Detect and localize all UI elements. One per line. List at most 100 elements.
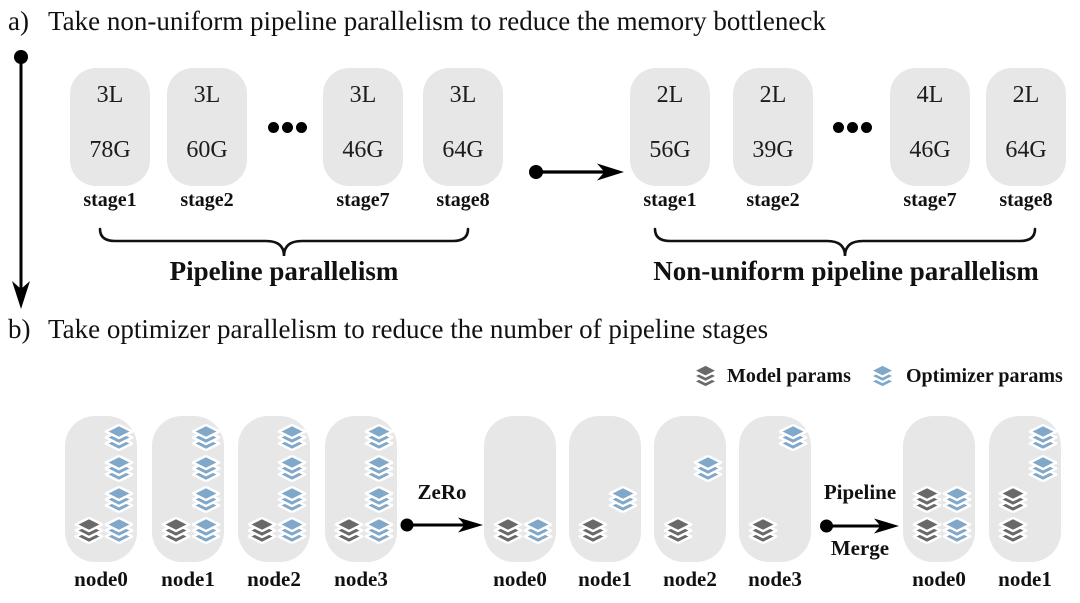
node-label: node3 <box>748 567 802 591</box>
optimizer-params-icon <box>277 424 307 451</box>
stage-label: stage2 <box>180 189 234 211</box>
stage-label: stage8 <box>436 189 490 211</box>
section-b-title-text: Take optimizer parallelism to reduce the… <box>48 314 769 344</box>
model-params-icon <box>998 486 1028 513</box>
stage-layers: 3L <box>449 82 477 108</box>
optimizer-params-icon <box>942 517 972 544</box>
model-params-icon <box>74 517 104 544</box>
non-uniform-pipeline-caption: Non-uniform pipeline parallelism <box>653 256 1039 286</box>
model-params-icon <box>998 517 1028 544</box>
optimizer-params-icon <box>104 517 134 544</box>
optimizer-params-icon <box>191 455 221 482</box>
stage-box: 3L 60G <box>167 68 247 186</box>
pipeline-merge-label-top: Pipeline <box>823 480 897 504</box>
optimizer-params-icon <box>693 455 723 482</box>
stage-memory: 78G <box>89 137 131 163</box>
stage-layers: 2L <box>656 82 684 108</box>
section-a-title: a) Take non-uniform pipeline parallelism… <box>8 6 826 37</box>
optimizer-params-icon <box>1028 455 1058 482</box>
node-label: node0 <box>74 567 128 591</box>
stage-memory: 60G <box>186 137 228 163</box>
stage-label: stage2 <box>746 189 800 211</box>
arrow-head <box>597 163 624 181</box>
optimizer-params-icon <box>104 455 134 482</box>
stage-box: 2L 64G <box>986 68 1066 186</box>
stage-label: stage1 <box>643 189 697 211</box>
model-params-icon <box>578 517 608 544</box>
node-label: node1 <box>161 567 215 591</box>
ellipsis-icon <box>268 122 307 133</box>
section-b-prefix: b) <box>8 314 31 344</box>
model-params-icon <box>161 517 191 544</box>
node-label: node1 <box>578 567 632 591</box>
node-label: node0 <box>912 567 966 591</box>
optimizer-params-icon <box>608 486 638 513</box>
arrow-head <box>874 518 899 534</box>
zero-arrow-label: ZeRo <box>417 480 467 504</box>
stage-layers: 3L <box>193 82 221 108</box>
stage-memory: 64G <box>1005 137 1047 163</box>
section-a-prefix: a) <box>8 6 29 36</box>
stage-box: 3L 64G <box>423 68 503 186</box>
section-b-title: b) Take optimizer parallelism to reduce … <box>8 314 768 345</box>
pipeline-merge-label-bottom: Merge <box>830 536 890 560</box>
optimizer-params-icon <box>364 517 394 544</box>
optimizer-params-icon <box>364 424 394 451</box>
optimizer-params-icon <box>778 424 808 451</box>
optimizer-params-icon <box>277 455 307 482</box>
optimizer-params-icon <box>191 486 221 513</box>
optimizer-params-icon <box>364 486 394 513</box>
pipeline-merge-arrow <box>820 518 899 534</box>
vertical-flow-arrow <box>12 50 30 309</box>
stage-label: stage8 <box>999 189 1053 211</box>
section-a-title-text: Take non-uniform pipeline parallelism to… <box>48 6 826 36</box>
stage-layers: 2L <box>1012 82 1040 108</box>
zero-arrow <box>400 517 483 533</box>
node-label: node0 <box>493 567 547 591</box>
model-params-icon <box>912 517 942 544</box>
model-params-icon <box>247 517 277 544</box>
model-params-icon <box>748 517 778 544</box>
model-params-icon <box>334 517 364 544</box>
stage-memory: 56G <box>649 137 691 163</box>
legend-optimizer-label: Optimizer params <box>906 365 1063 387</box>
stage-layers: 3L <box>349 82 377 108</box>
stage-memory: 39G <box>752 137 794 163</box>
node-label: node1 <box>998 567 1052 591</box>
stage-label: stage1 <box>83 189 137 211</box>
node-label: node2 <box>247 567 301 591</box>
optimizer-params-icon <box>104 424 134 451</box>
stage-box: 3L 78G <box>70 68 150 186</box>
transform-arrow <box>529 163 624 181</box>
arrow-head <box>458 517 483 533</box>
brace-left-group <box>98 227 470 257</box>
optimizer-params-icon <box>277 486 307 513</box>
optimizer-params-icon <box>364 455 394 482</box>
optimizer-params-icon <box>104 486 134 513</box>
optimizer-params-icon <box>277 517 307 544</box>
optimizer-params-icon <box>942 486 972 513</box>
model-params-icon <box>663 517 693 544</box>
curly-brace <box>653 227 1037 257</box>
stage-layers: 2L <box>759 82 787 108</box>
pipeline-parallelism-caption: Pipeline parallelism <box>169 256 399 286</box>
stage-memory: 46G <box>342 137 384 163</box>
optimizer-params-icon <box>191 424 221 451</box>
stage-label: stage7 <box>903 189 957 211</box>
optimizer-params-icon <box>869 364 896 388</box>
brace-right-group <box>653 227 1037 257</box>
stage-box: 2L 56G <box>630 68 710 186</box>
stage-box: 4L 46G <box>890 68 970 186</box>
stage-box: 3L 46G <box>323 68 403 186</box>
stage-memory: 46G <box>909 137 951 163</box>
stage-layers: 4L <box>916 82 944 108</box>
optimizer-params-icon <box>523 517 553 544</box>
stage-box: 2L 39G <box>733 68 813 186</box>
model-params-icon <box>493 517 523 544</box>
ellipsis-icon <box>833 122 872 133</box>
arrow-head <box>12 281 30 309</box>
model-params-icon <box>912 486 942 513</box>
optimizer-params-icon <box>191 517 221 544</box>
node-label: node3 <box>334 567 388 591</box>
curly-brace <box>98 227 470 257</box>
